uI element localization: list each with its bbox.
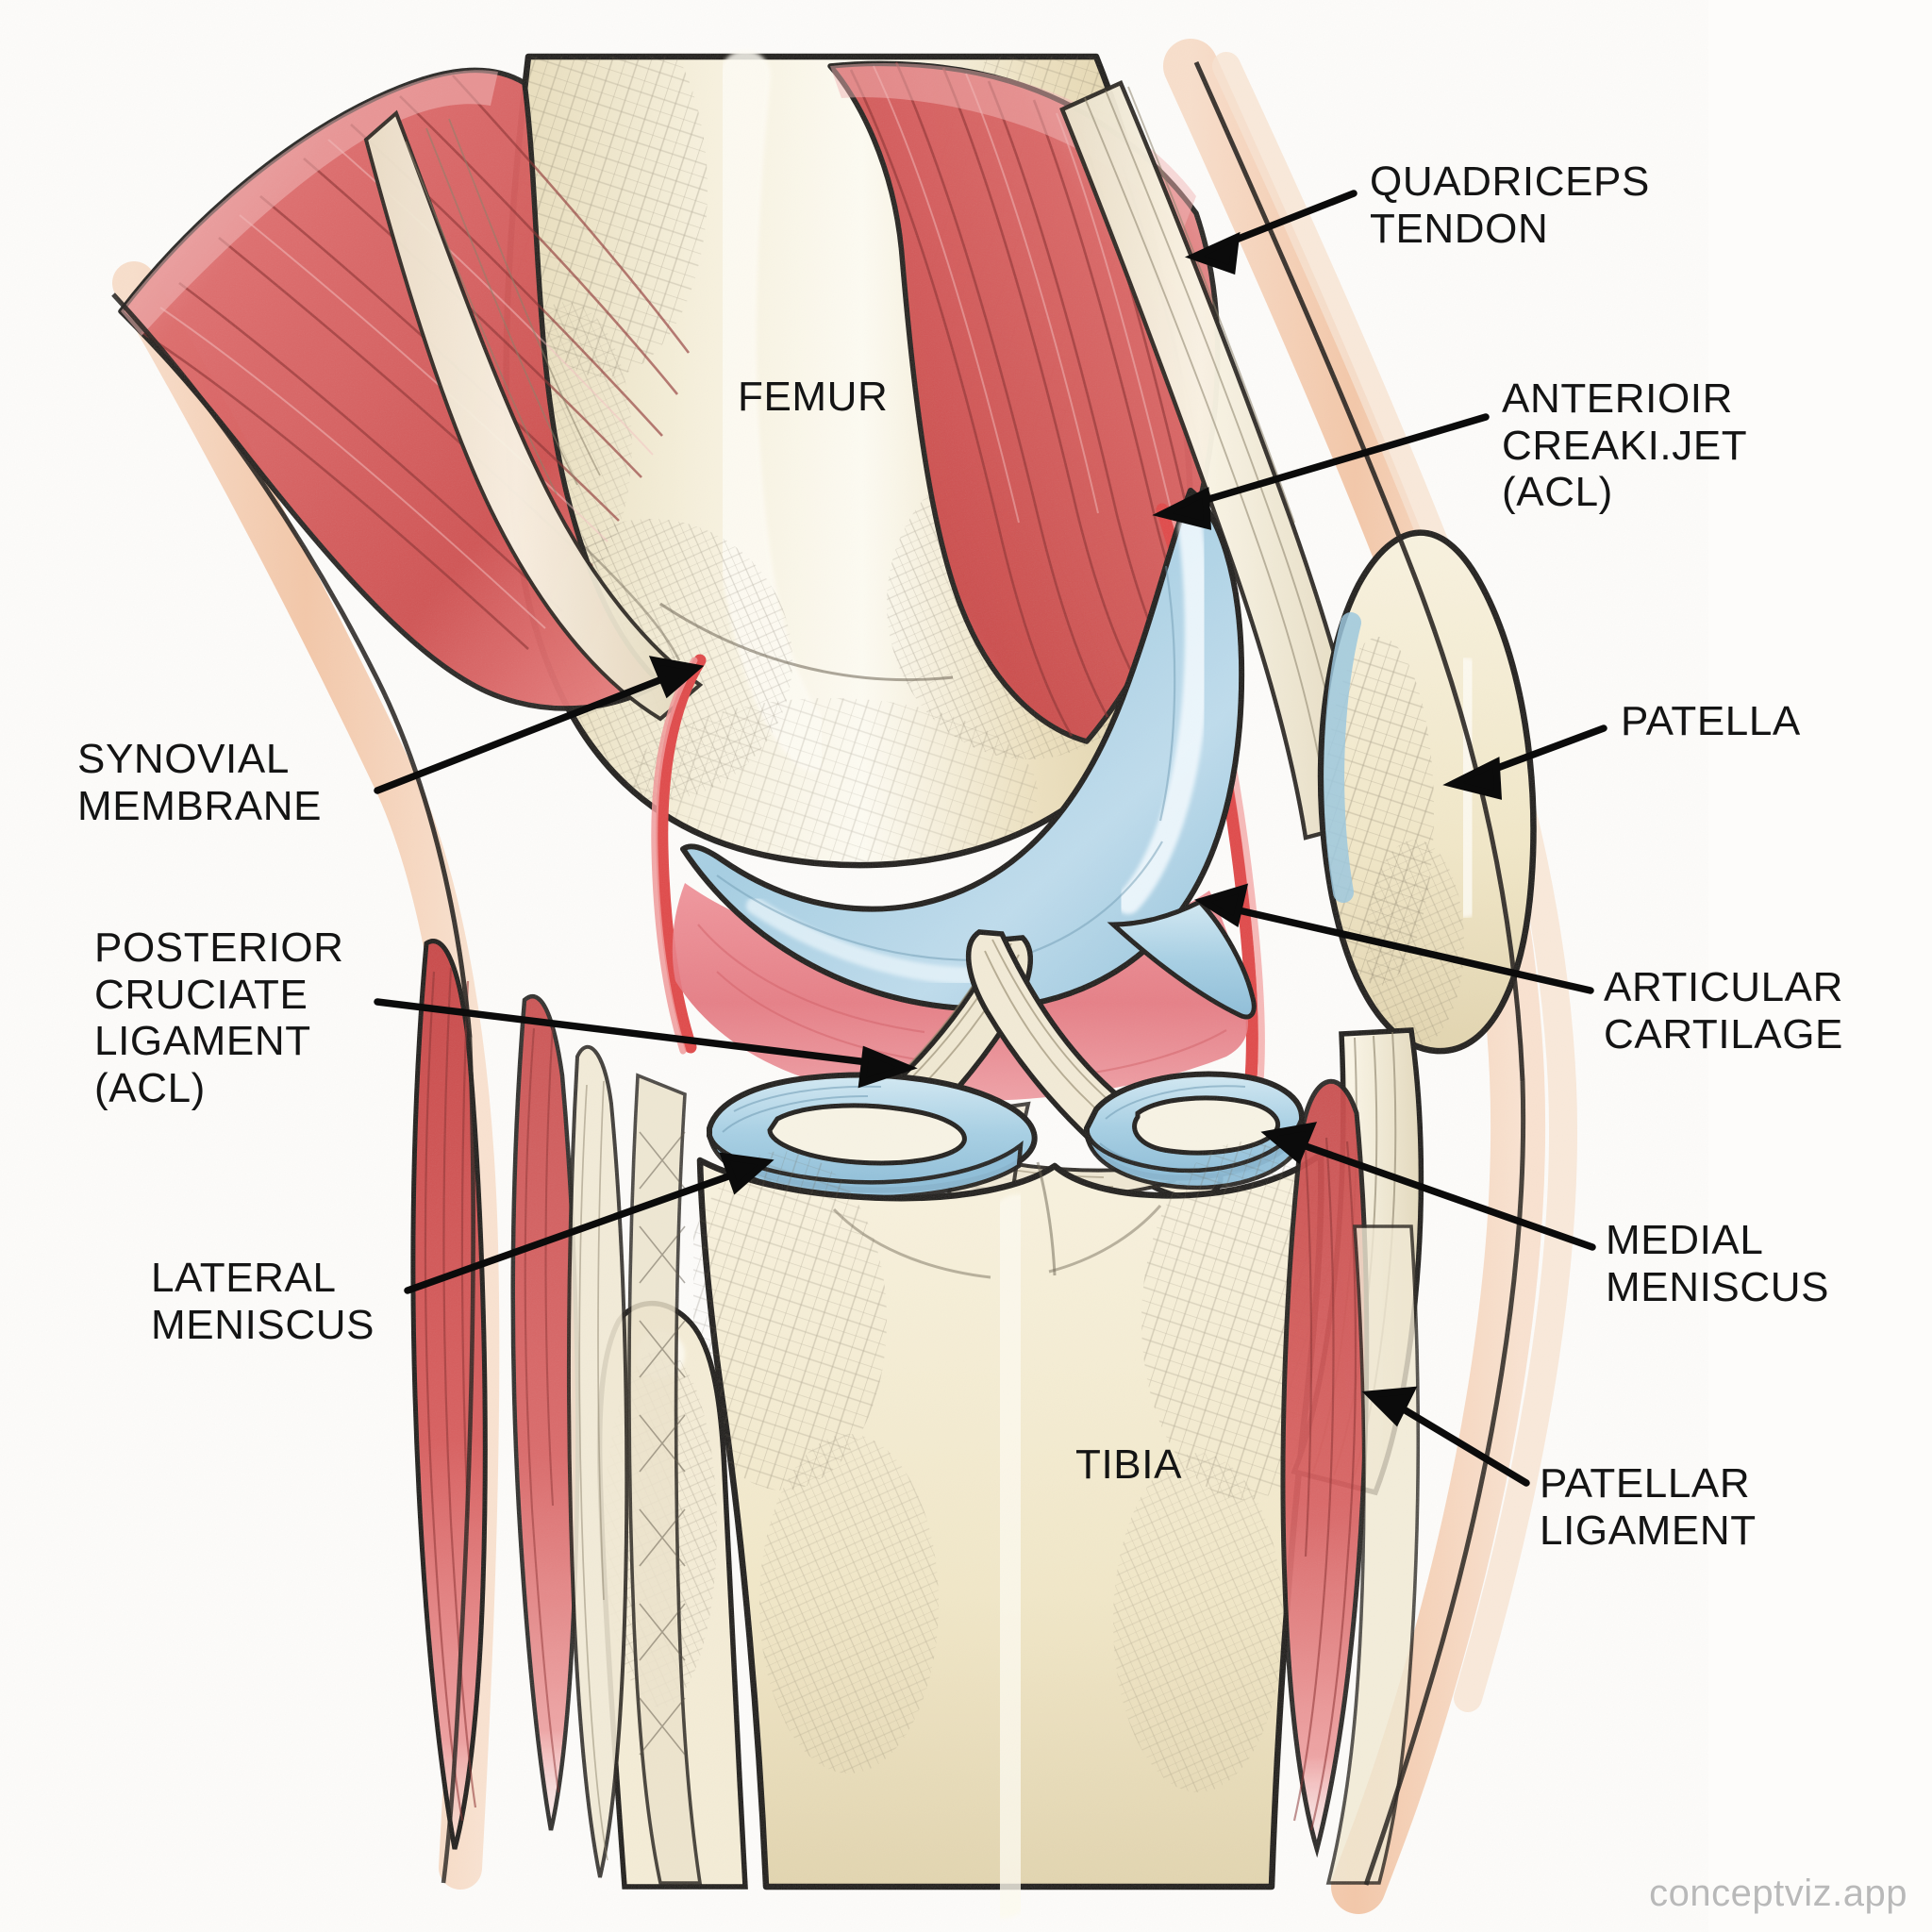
label-anterior-cruciate-ligament: ANTERIOIR CREAKI.JET (ACL) xyxy=(1502,375,1748,516)
label-tibia: TIBIA xyxy=(1075,1441,1183,1488)
label-patella: PATELLA xyxy=(1621,698,1801,744)
label-lateral-meniscus: LATERAL MENISCUS xyxy=(151,1255,375,1348)
label-femur: FEMUR xyxy=(738,374,889,420)
label-synovial-membrane: SYNOVIAL MEMBRANE xyxy=(77,736,323,829)
label-quadriceps-tendon: QUADRICEPS TENDON xyxy=(1370,158,1650,252)
leader-lines xyxy=(374,190,1607,1487)
label-medial-meniscus: MEDIAL MENISCUS xyxy=(1606,1217,1830,1310)
watermark: conceptviz.app xyxy=(1649,1873,1907,1914)
label-patellar-ligament: PATELLAR LIGAMENT xyxy=(1540,1460,1757,1554)
label-articular-cartilage: ARTICULAR CARTILAGE xyxy=(1604,964,1843,1058)
label-posterior-cruciate-ligament: POSTERIOR CRUCIATE LIGAMENT (ACL) xyxy=(94,924,344,1112)
